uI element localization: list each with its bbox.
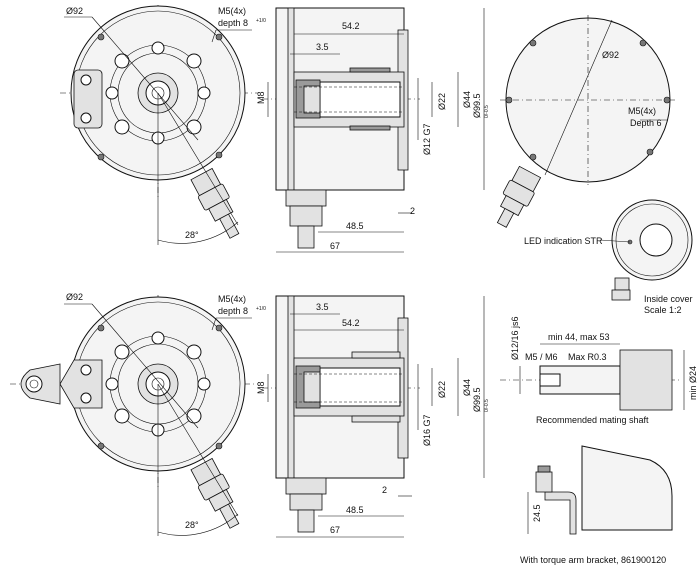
bottom-front-view: 28° Ø92 M5(4x) depth 8 +1/0 (10, 292, 266, 536)
bottom-side-dim-m8: M8 (256, 381, 266, 394)
top-side-dim-d99-5-tol: 0/-0.5 (484, 105, 490, 118)
top-side-dim-d12: Ø12 G7 (422, 123, 432, 155)
top-side-view: 54.2 3.5 M8 Ø22 Ø44 Ø99.5 0/-0.5 Ø12 G7 … (256, 7, 490, 253)
bottom-side-dim-2: 2 (382, 485, 387, 495)
bottom-front-depth-tol: +1/0 (256, 306, 266, 312)
top-side-dim-2: 2 (410, 206, 415, 216)
mating-shaft-caption: Recommended mating shaft (536, 415, 649, 425)
mating-shaft-radius: Max R0.3 (568, 352, 607, 362)
rear-view: Ø92 M5(4x) Depth 6 (496, 15, 676, 228)
top-side-dim-d44: Ø44 (462, 91, 472, 108)
top-side-dim-48-5: 48.5 (346, 221, 364, 231)
rear-thread: M5(4x) (628, 106, 656, 116)
torque-arm-caption: With torque arm bracket, 861900120 (520, 555, 666, 565)
top-front-depth: depth 8 (218, 18, 248, 28)
inside-cover-view: LED indication STR Inside cover Scale 1:… (524, 199, 693, 315)
torque-arm-view: 24.5 With torque arm bracket, 861900120 (520, 445, 673, 565)
bottom-side-dim-67: 67 (330, 525, 340, 535)
top-front-depth-tol: +1/0 (256, 18, 266, 24)
inside-cover-caption-2: Scale 1:2 (644, 305, 682, 315)
mating-shaft-dim-min44: min 44, max 53 (548, 332, 610, 342)
bottom-side-dim-48-5: 48.5 (346, 505, 364, 515)
bottom-front-bolt-circle: Ø92 (66, 292, 83, 302)
bottom-side-dim-d99-5: Ø99.5 (472, 387, 482, 412)
top-side-dim-m8: M8 (256, 91, 266, 104)
bottom-side-dim-d99-5-tol: 0/-0.5 (484, 399, 490, 412)
rear-bolt-circle: Ø92 (602, 50, 619, 60)
bottom-side-view: 3.5 54.2 M8 Ø22 Ø44 Ø99.5 0/-0.5 Ø16 G7 … (256, 295, 490, 538)
top-side-dim-d99-5: Ø99.5 (472, 93, 482, 118)
bottom-side-dim-d16: Ø16 G7 (422, 414, 432, 446)
top-side-dim-d22: Ø22 (437, 93, 447, 110)
bottom-front-angle: 28° (185, 520, 199, 530)
top-front-bolt-circle: Ø92 (66, 6, 83, 16)
bottom-front-thread: M5(4x) (218, 294, 246, 304)
bottom-side-dim-3-5: 3.5 (316, 302, 329, 312)
inside-cover-caption-1: Inside cover (644, 294, 693, 304)
inside-cover-led-label: LED indication STR (524, 236, 603, 246)
top-side-dim-54-2: 54.2 (342, 21, 360, 31)
top-front-angle: 28° (185, 230, 199, 240)
top-front-view: 28° Ø92 M5(4x) depth 8 +1/0 (60, 5, 266, 245)
mating-shaft-dim-min24: min Ø24 (688, 366, 698, 400)
mating-shaft-thread: M5 / M6 (525, 352, 558, 362)
mating-shaft-view: min 44, max 53 Ø12/16 js6 M5 / M6 Max R0… (500, 316, 698, 425)
bottom-side-dim-54-2: 54.2 (342, 318, 360, 328)
torque-arm-dim-24-5: 24.5 (532, 504, 542, 522)
bottom-side-dim-d44: Ø44 (462, 379, 472, 396)
bottom-side-dim-d22: Ø22 (437, 381, 447, 398)
top-side-dim-3-5: 3.5 (316, 42, 329, 52)
top-side-dim-67: 67 (330, 241, 340, 251)
bottom-front-depth: depth 8 (218, 306, 248, 316)
top-front-thread: M5(4x) (218, 6, 246, 16)
rear-depth: Depth 6 (630, 118, 662, 128)
mating-shaft-dim-js6: Ø12/16 js6 (510, 316, 520, 360)
